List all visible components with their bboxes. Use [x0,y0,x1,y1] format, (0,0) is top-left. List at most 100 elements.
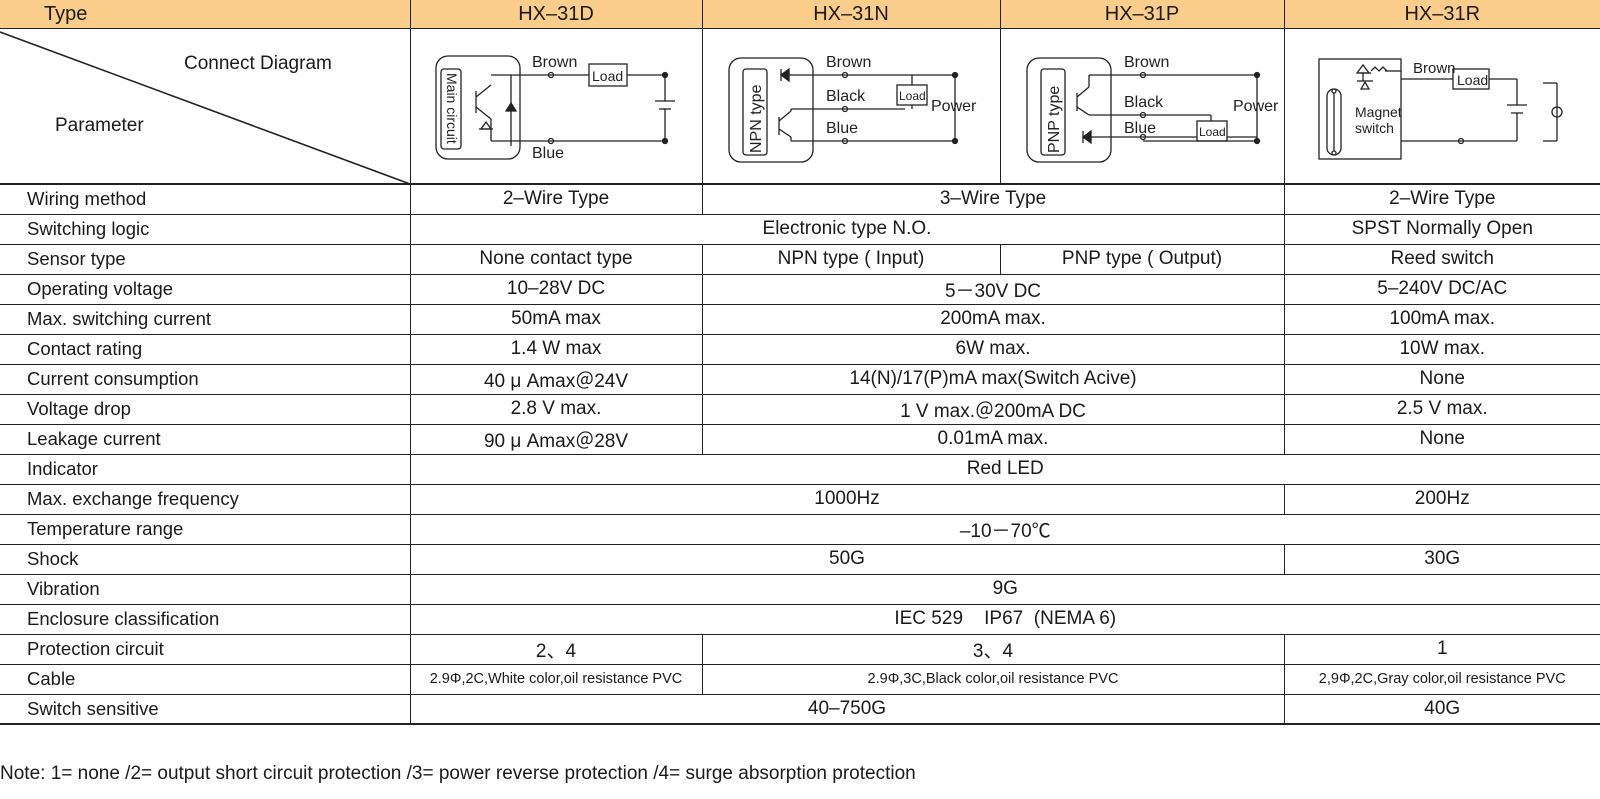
row-max-exchange-frequency: Max. exchange frequency 1000Hz 200Hz [0,483,1600,515]
value-cell: –10－70℃ [409,513,1600,545]
row-max-switching-current: Max. switching current 50mA max 200mA ma… [0,303,1600,335]
row-vibration: Vibration 9G [0,573,1600,605]
value-cell: 0.01mA max. [701,423,1285,455]
value-cell: 2、4 [409,633,703,665]
value-cell: 200Hz [1283,483,1600,515]
hx31p-type-label: PNP type [1046,86,1063,153]
hx31r-load-label: Load [1457,72,1488,88]
hx31r-brown-label: Brown [1413,60,1456,77]
value-cell: 2,9Φ,2C,Gray color,oil resistance PVC [1283,663,1600,695]
param-label: Leakage current [0,423,411,455]
hx31d-wiring-diagram: Main circuit Brown Blue Load [434,54,675,162]
row-indicator: Indicator Red LED [0,453,1600,485]
model-hx31r: HX–31R [1283,0,1600,29]
row-sensor-type: Sensor type None contact type NPN type (… [0,243,1600,275]
hx31p-black-label: Black [1124,94,1164,111]
param-label: Contact rating [0,333,411,365]
value-cell: None [1283,363,1600,395]
footnote: Note: 1= none /2= output short circuit p… [0,763,916,784]
value-cell: 5–240V DC/AC [1283,273,1600,305]
header-row: Type HX–31D HX–31N HX–31P HX–31R [0,0,1600,29]
row-temperature-range: Temperature range –10－70℃ [0,513,1600,545]
row-shock: Shock 50G 30G [0,543,1600,575]
value-cell: 3–Wire Type [701,183,1285,215]
value-cell: 90 μ Amax＠28V [409,423,703,455]
value-cell: 2–Wire Type [1283,183,1600,215]
value-cell: 1 V max.＠200mA DC [701,393,1285,425]
value-cell: 2.8 V max. [409,393,703,425]
param-label: Indicator [0,453,411,485]
row-switch-sensitive: Switch sensitive 40–750G 40G [0,693,1600,725]
value-cell: None contact type [409,243,703,275]
hx31p-load-label: Load [1199,125,1226,139]
value-cell: 40 μ Amax＠24V [409,363,703,395]
diagram-hx31r-cell: Magnet switch Brown Load [1283,28,1600,185]
diagonal-divider [0,31,407,183]
row-wiring-method: Wiring method 2–Wire Type 3–Wire Type 2–… [0,183,1600,215]
value-cell: 1 [1283,633,1600,665]
hx31d-brown-label: Brown [532,54,577,71]
value-cell: 40–750G [409,693,1285,725]
value-cell: Electronic type N.O. [409,213,1285,245]
hx31d-blue-label: Blue [532,145,564,162]
row-cable: Cable 2.9Φ,2C,White color,oil resistance… [0,663,1600,695]
value-cell: 30G [1283,543,1600,575]
value-cell: 200mA max. [701,303,1285,335]
row-current-consumption: Current consumption 40 μ Amax＠24V 14(N)/… [0,363,1600,395]
row-voltage-drop: Voltage drop 2.8 V max. 1 V max.＠200mA D… [0,393,1600,425]
hx31r-wiring-diagram: Magnet switch Brown Load [1317,58,1563,160]
parameter-label: Parameter [55,115,144,136]
value-cell: PNP type ( Output) [999,243,1285,275]
value-cell: 1000Hz [409,483,1285,515]
model-hx31n: HX–31N [701,0,1001,29]
hx31p-brown-label: Brown [1124,54,1169,71]
diagram-hx31n-cell: NPN type Brown Black Blue [701,28,1001,185]
param-label: Max. switching current [0,303,411,335]
row-switching-logic: Switching logic Electronic type N.O. SPS… [0,213,1600,245]
diagram-row: Connect Diagram Parameter Main circuit [0,28,1600,185]
param-label: Wiring method [0,183,411,215]
value-cell: 10W max. [1283,333,1600,365]
value-cell: 5－30V DC [701,273,1285,305]
param-label: Current consumption [0,363,411,395]
value-cell: 9G [409,573,1600,605]
hx31n-wiring-diagram: NPN type Brown Black Blue [727,54,977,163]
hx31r-magnet-label: Magnet [1355,104,1402,120]
value-cell: 50G [409,543,1285,575]
value-cell: 2.9Φ,3C,Black color,oil resistance PVC [701,663,1285,695]
value-cell: 40G [1283,693,1600,725]
hx31d-load-label: Load [592,68,623,84]
hx31r-switch-label: switch [1355,120,1394,136]
param-label: Switching logic [0,213,411,245]
value-cell: 100mA max. [1283,303,1600,335]
type-header: Type [0,0,411,29]
param-label: Temperature range [0,513,411,545]
value-cell: NPN type ( Input) [701,243,1001,275]
hx31n-blue-label: Blue [826,120,858,137]
model-hx31p: HX–31P [999,0,1285,29]
value-cell: SPST Normally Open [1283,213,1600,245]
value-cell: None [1283,423,1600,455]
hx31n-power-label: Power [931,98,977,115]
param-label: Sensor type [0,243,411,275]
hx31p-power-label: Power [1233,98,1279,115]
model-hx31d: HX–31D [409,0,703,29]
row-protection-circuit: Protection circuit 2、4 3、4 1 [0,633,1600,665]
param-label: Shock [0,543,411,575]
value-cell: IEC 529 IP67 (NEMA 6) [409,603,1600,635]
value-cell: 14(N)/17(P)mA max(Switch Acive) [701,363,1285,395]
spec-table: Type HX–31D HX–31N HX–31P HX–31R Connect… [0,0,1600,725]
value-cell: 2.9Φ,2C,White color,oil resistance PVC [409,663,703,695]
hx31n-black-label: Black [826,88,866,105]
hx31n-load-label: Load [899,89,926,103]
hx31n-type-label: NPN type [748,84,765,153]
diagram-hx31p-cell: PNP type Brown Black Blue [999,28,1285,185]
param-label: Protection circuit [0,633,411,665]
value-cell: 2.5 V max. [1283,393,1600,425]
value-cell: 1.4 W max [409,333,703,365]
row-operating-voltage: Operating voltage 10–28V DC 5－30V DC 5–2… [0,273,1600,305]
param-label: Max. exchange frequency [0,483,411,515]
value-cell: 3、4 [701,633,1285,665]
hx31n-brown-label: Brown [826,54,871,71]
value-cell: 2–Wire Type [409,183,703,215]
